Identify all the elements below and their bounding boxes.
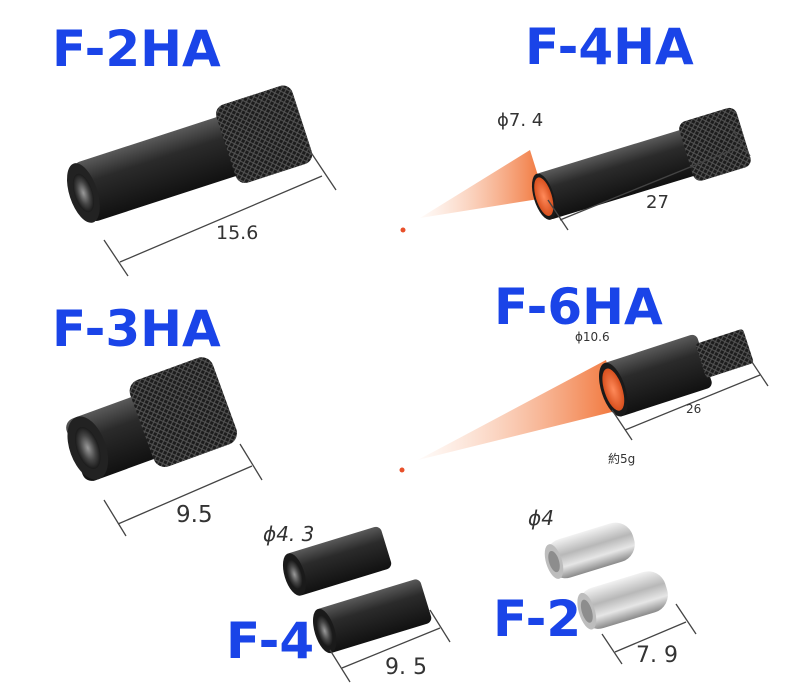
f4-dimension-line [329, 609, 451, 683]
f3ha-sensor [66, 357, 238, 481]
model-label-f2ha: F-2HA [52, 20, 221, 78]
f6ha-length-label: 26 [686, 402, 702, 416]
f2-length-label: 7. 9 [636, 643, 678, 668]
f4-sensor-pair [282, 526, 432, 654]
f6ha-beam [399, 360, 620, 473]
f2ha-dimension-line [103, 147, 337, 277]
f6ha-weight-label: 約5g [608, 452, 636, 466]
f2-dimension-line [601, 603, 697, 665]
f6ha-sensor [599, 329, 754, 417]
f6ha-diameter-label: ϕ10.6 [575, 330, 610, 344]
model-label-f3ha: F-3HA [52, 300, 221, 358]
model-label-f2: F-2 [493, 590, 582, 648]
f2ha-length-label: 15.6 [216, 222, 259, 244]
f4ha-dimension-line [547, 125, 751, 231]
model-label-f4: F-4 [226, 612, 315, 670]
f4ha-diameter-label: ϕ7. 4 [497, 110, 544, 131]
f2-diameter-label: ϕ4 [528, 506, 554, 530]
f2-sensor-pair [544, 522, 668, 630]
f3ha-dimension-line [103, 443, 263, 537]
f4-diameter-label: ϕ4. 3 [263, 522, 315, 546]
f4ha-length-label: 27 [646, 192, 669, 213]
model-label-f4ha: F-4HA [525, 18, 694, 76]
f2ha-sensor [66, 85, 313, 223]
f3ha-length-label: 9.5 [176, 502, 213, 528]
f4-length-label: 9. 5 [385, 655, 427, 680]
f4ha-beam [400, 150, 545, 233]
model-label-f6ha: F-6HA [494, 278, 663, 336]
f4ha-sensor [531, 107, 751, 220]
f6ha-dimension-line [611, 355, 769, 441]
